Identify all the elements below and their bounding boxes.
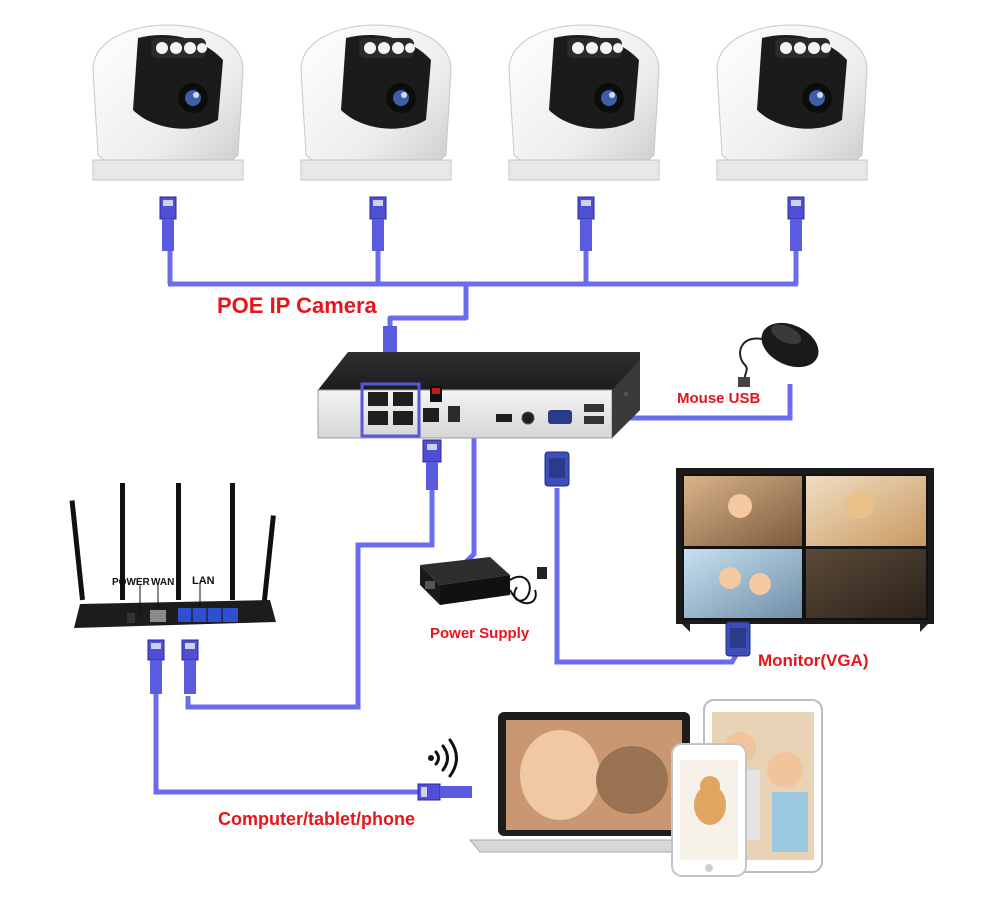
wifi-signal-icon (434, 738, 458, 778)
rj45-connector-icon (159, 196, 177, 251)
poe-port-group (360, 382, 421, 438)
vga-plug-icon (544, 451, 570, 487)
usb-ports (584, 404, 604, 424)
camera-3 (508, 24, 660, 251)
router-lan-connector-icon (147, 639, 165, 694)
poe-ports (368, 392, 413, 425)
rj45-connector-icon (577, 196, 595, 251)
mouse-usb-cable (606, 384, 793, 421)
ir-led-array (151, 38, 207, 58)
power-supply-label: Power Supply (430, 625, 530, 642)
ir-led-array (567, 38, 623, 58)
usb-mouse-icon (738, 322, 819, 387)
nvr-lan-out-connector-icon (422, 439, 442, 490)
rj45-connector-icon (787, 196, 805, 251)
poe-camera-label: POE IP Camera (217, 293, 377, 318)
monitor-vga-plug-icon (725, 621, 751, 657)
hdmi-port (496, 414, 512, 422)
router-wan-port (150, 610, 166, 622)
wifi-router (54, 478, 292, 640)
camera-4 (716, 24, 868, 251)
rj45-connector-icon (369, 196, 387, 251)
router-to-devices-cable (153, 694, 428, 795)
laptop (468, 712, 712, 853)
ir-led-array (775, 38, 831, 58)
router-wan-connector-icon (181, 639, 199, 694)
devices-label: Computer/tablet/phone (218, 809, 415, 829)
vga-port (548, 410, 572, 424)
router-lan-port-label: LAN (192, 575, 215, 587)
camera-2 (300, 24, 452, 251)
vga-cable (554, 488, 741, 665)
vga-monitor (676, 468, 934, 632)
power-supply-cable (455, 421, 477, 564)
lan-port (423, 408, 439, 422)
mouse-usb-label: Mouse USB (677, 390, 761, 407)
nvr-recorder (317, 352, 640, 439)
router-wan-port-label: WAN (151, 577, 175, 588)
camera-1 (92, 24, 244, 251)
ir-led-array (359, 38, 415, 58)
router-lan-ports (178, 608, 238, 622)
dc-power-port (448, 406, 460, 422)
power-supply-adapter-icon (420, 557, 547, 605)
smartphone (671, 743, 747, 877)
router-power-port-label: POWER (112, 577, 150, 588)
devices-connector-icon (417, 783, 472, 801)
monitor-feed-3 (684, 549, 802, 618)
nvr-to-router-cable (185, 488, 435, 710)
monitor-feed-4 (806, 549, 926, 618)
monitor-vga-label: Monitor(VGA) (758, 651, 869, 670)
audio-port (521, 411, 535, 425)
